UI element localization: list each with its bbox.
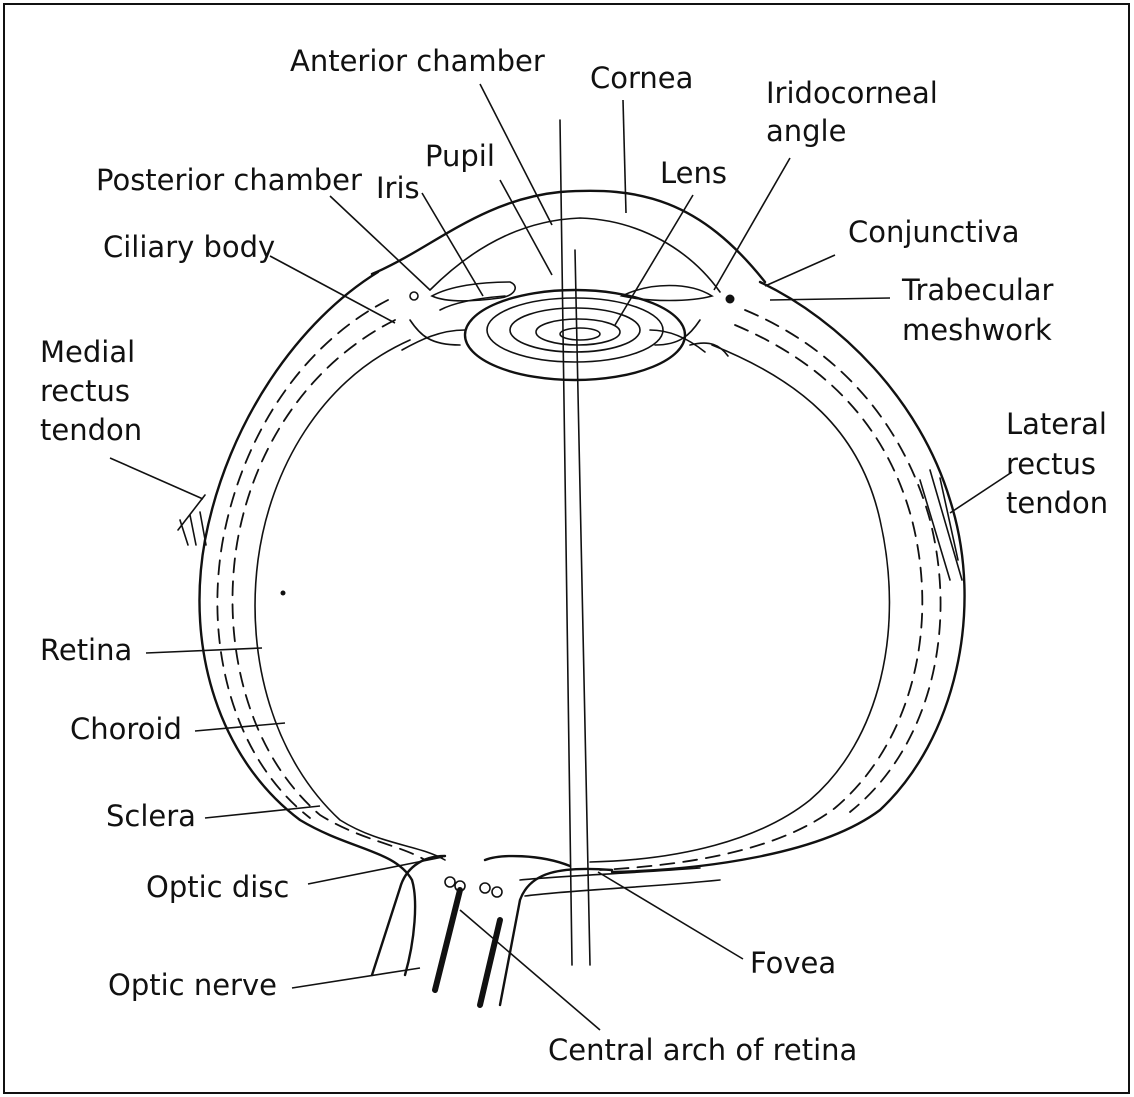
- label-anterior-chamber: Anterior chamber: [290, 44, 545, 78]
- label-optic-disc: Optic disc: [146, 870, 289, 904]
- label-ciliary-body: Ciliary body: [103, 230, 275, 264]
- label-cornea: Cornea: [590, 61, 693, 95]
- eyeball-outline: [178, 120, 965, 1005]
- label-pupil: Pupil: [425, 139, 495, 173]
- labels: Anterior chamber Cornea Iridocorneal ang…: [40, 44, 1108, 1067]
- label-iridocorneal-line1: Iridocorneal: [766, 76, 938, 110]
- label-posterior-chamber: Posterior chamber: [96, 163, 362, 197]
- label-optic-nerve: Optic nerve: [108, 968, 277, 1002]
- label-lens: Lens: [660, 156, 727, 190]
- label-choroid: Choroid: [70, 712, 182, 746]
- label-sclera: Sclera: [106, 799, 196, 833]
- label-central-arch: Central arch of retina: [548, 1033, 857, 1067]
- label-lateral-line2: rectus: [1006, 447, 1096, 481]
- label-medial-line3: tendon: [40, 413, 142, 447]
- label-retina: Retina: [40, 633, 132, 667]
- label-iris: Iris: [376, 171, 420, 205]
- label-medial-line2: rectus: [40, 374, 130, 408]
- label-trabecular-line2: meshwork: [902, 313, 1052, 347]
- label-lateral-line3: tendon: [1006, 486, 1108, 520]
- label-medial-line1: Medial: [40, 335, 135, 369]
- label-lateral-line1: Lateral: [1006, 407, 1107, 441]
- label-trabecular-line1: Trabecular: [901, 273, 1054, 307]
- label-fovea: Fovea: [750, 946, 836, 980]
- label-conjunctiva: Conjunctiva: [848, 215, 1020, 249]
- label-iridocorneal-line2: angle: [766, 114, 846, 148]
